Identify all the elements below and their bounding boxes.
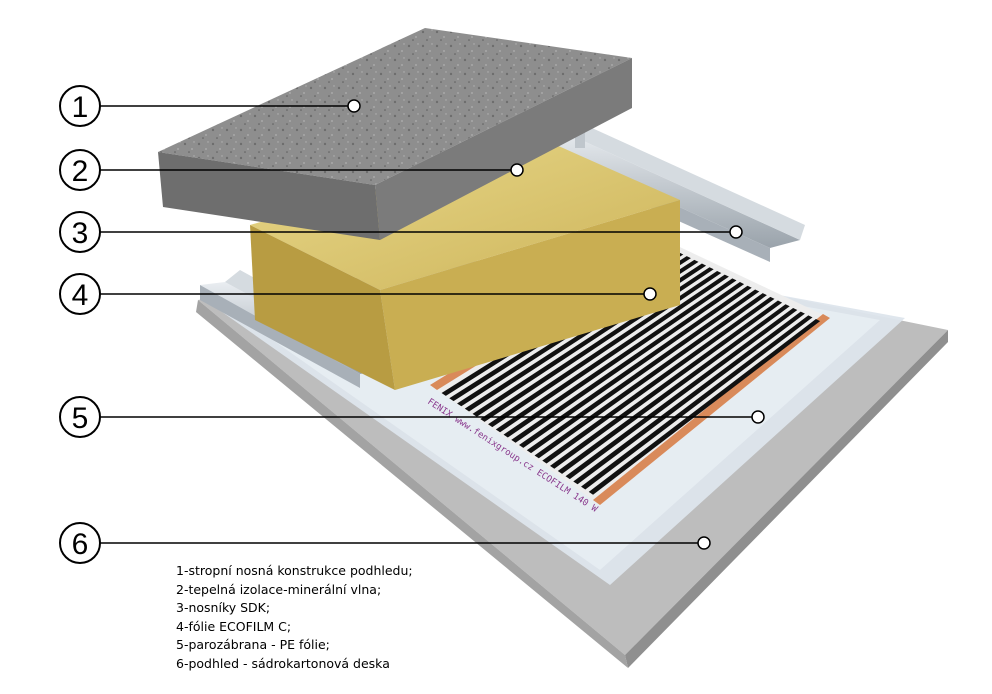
callout-2: 2 xyxy=(59,149,524,191)
film-stripe xyxy=(542,296,775,464)
film-stripe xyxy=(550,300,783,469)
callout-number: 5 xyxy=(72,402,89,435)
legend-item-4: 4-fólie ECOFILM C; xyxy=(176,618,292,634)
film-stripe xyxy=(519,285,752,448)
film-stripe xyxy=(495,274,729,433)
film-stripe xyxy=(526,289,760,454)
concrete-slab xyxy=(158,28,632,240)
film-stripe xyxy=(573,311,805,485)
callout-4: 4 xyxy=(59,273,657,315)
film-stripe xyxy=(581,315,813,490)
legend-item-1: 1-stropní nosná konstrukce podhledu; xyxy=(176,563,413,578)
mineral-wool xyxy=(250,140,680,390)
callout-1: 1 xyxy=(59,85,361,127)
callout-number: 1 xyxy=(72,91,89,124)
film-stripe xyxy=(565,307,798,480)
callout-number: 4 xyxy=(72,279,89,312)
film-stripe xyxy=(503,278,737,438)
film-stripe xyxy=(511,282,745,443)
legend-item-5: 5-parozábrana - PE fólie; xyxy=(176,637,330,653)
legend-item-6: 6-podhled - sádrokartonová deska xyxy=(176,655,390,671)
film-edge-right xyxy=(593,314,830,505)
legend-item-3: 3-nosníky SDK; xyxy=(176,600,271,616)
legend-item-2: 2-tepelná izolace-minerální vlna; xyxy=(176,581,382,597)
callout-6: 6 xyxy=(59,522,711,564)
callout-number: 2 xyxy=(72,155,89,188)
film-stripe xyxy=(557,304,790,474)
callout-number: 6 xyxy=(72,528,89,561)
film-stripe xyxy=(588,319,821,495)
callout-number: 3 xyxy=(72,217,89,250)
callout-5: 5 xyxy=(59,396,765,438)
callout-3: 3 xyxy=(59,211,743,253)
legend: 1-stropní nosná konstrukce podhledu; 2-t… xyxy=(176,562,413,674)
